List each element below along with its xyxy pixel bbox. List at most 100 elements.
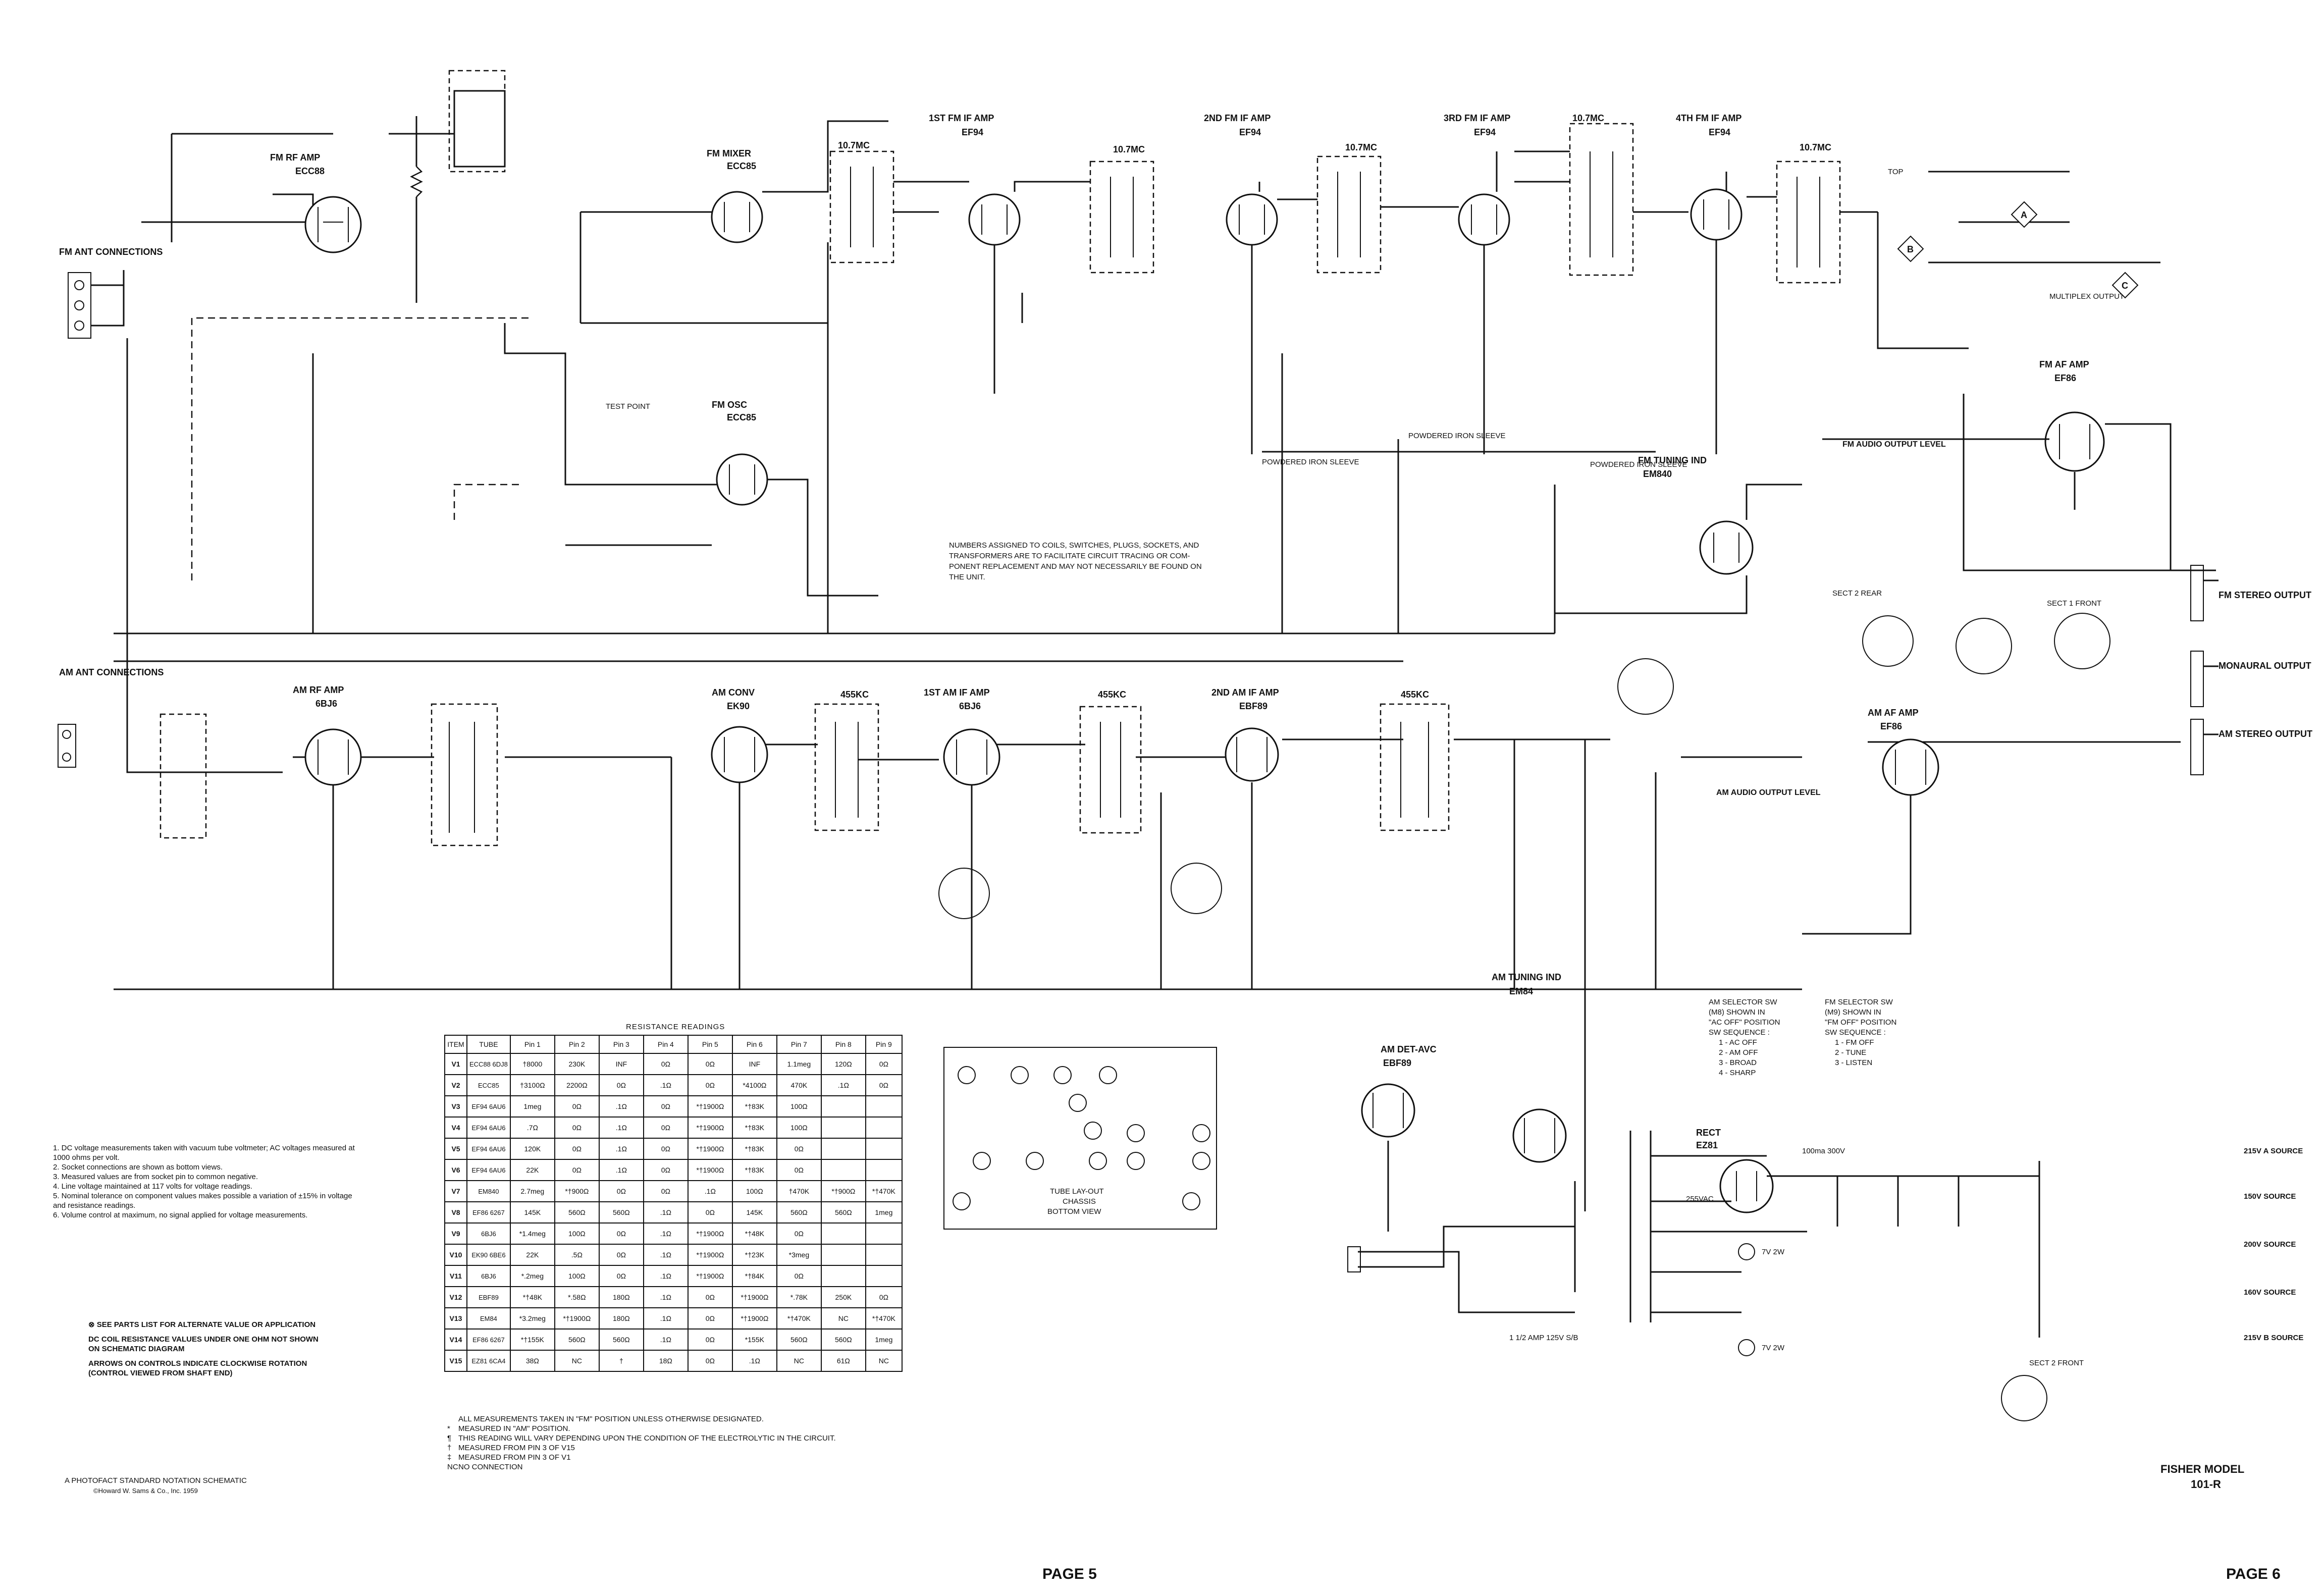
table-cell: EBF89 [466, 1286, 511, 1308]
fm-selector-title: FM SELECTOR SW [1825, 998, 1893, 1006]
table-cell: NC [820, 1307, 866, 1329]
am-af-tube-label: EF86 [1880, 721, 1902, 731]
notes-block: 1. DC voltage measurements taken with va… [53, 1143, 356, 1220]
resistance-table-title: RESISTANCE READINGS [626, 1023, 725, 1031]
pilot-lamps [1738, 1243, 1755, 1356]
table-cell: 0Ω [643, 1095, 689, 1118]
table-cell: *.58Ω [554, 1286, 600, 1308]
table-cell: 560Ω [820, 1201, 866, 1223]
am-selector-line4: SW SEQUENCE : [1709, 1028, 1770, 1037]
table-cell: .1Ω [598, 1116, 644, 1139]
table-cell: *1.4meg [509, 1222, 555, 1245]
table-cell: 0Ω [554, 1095, 600, 1118]
power-cord [1347, 1226, 1575, 1313]
table-cell: 560Ω [820, 1328, 866, 1351]
legend-symbol: ‡ [447, 1453, 452, 1462]
table-cell: *†48K [731, 1222, 777, 1245]
table-cell: *3.2meg [509, 1307, 555, 1329]
table-cell: 560Ω [598, 1328, 644, 1351]
legend-item: ¶ THIS READING WILL VARY DEPENDING UPON T… [447, 1433, 836, 1443]
table-cell: *†1900Ω [687, 1244, 733, 1266]
legend-symbol: † [447, 1444, 452, 1452]
am-rf-label: AM RF AMP [293, 685, 344, 695]
am-ant-label: AM ANT CONNECTIONS [59, 667, 164, 677]
legend-text: MEASURED FROM PIN 3 OF V15 [458, 1444, 575, 1452]
sect-rear-fm: SECT 2 REAR [1832, 589, 1882, 598]
table-cell: V4 [444, 1116, 467, 1139]
table-header-cell: Pin 8 [820, 1035, 866, 1054]
note-item: 3. Measured values are from socket pin t… [53, 1173, 258, 1181]
am-if-cans [160, 703, 1450, 846]
table-cell: 120K [509, 1138, 555, 1160]
am-selector-line3: "AC OFF" POSITION [1709, 1018, 1780, 1027]
table-cell [865, 1222, 903, 1245]
am-det-tube-label: EBF89 [1383, 1058, 1411, 1068]
table-cell: .1Ω [598, 1138, 644, 1160]
note-bold-item: ⊗ SEE PARTS LIST FOR ALTERNATE VALUE OR … [88, 1320, 316, 1329]
table-cell: *†83K [731, 1095, 777, 1118]
if2-tube-label: EF94 [1239, 127, 1261, 137]
am-af-label: AM AF AMP [1868, 708, 1919, 718]
table-cell: V2 [444, 1074, 467, 1096]
power-transformer [1574, 1131, 1807, 1322]
if-freq-label-4: 10.7MC [1572, 113, 1604, 123]
table-cell: †470K [776, 1180, 822, 1202]
fm-sel-item-2: 2 - TUNE [1835, 1048, 1866, 1057]
am-sel-item-3: 3 - BROAD [1719, 1058, 1757, 1067]
table-cell [820, 1095, 866, 1118]
table-cell [865, 1159, 903, 1181]
tube-layout-line3: BOTTOM VIEW [1047, 1207, 1101, 1216]
legend-text: MEASURED FROM PIN 3 OF V1 [458, 1453, 571, 1462]
table-cell: EF94 6AU6 [466, 1138, 511, 1160]
table-cell: 1meg [865, 1328, 903, 1351]
legend-text: THIS READING WILL VARY DEPENDING UPON TH… [458, 1434, 836, 1443]
table-legend: ALL MEASUREMENTS TAKEN IN "FM" POSITION … [447, 1414, 836, 1472]
note-item: 4. Line voltage maintained at 117 volts … [53, 1182, 252, 1191]
table-cell: 100Ω [731, 1180, 777, 1202]
legend-symbol: ¶ [447, 1434, 452, 1443]
table-cell: *†1900Ω [687, 1138, 733, 1160]
table-cell: V5 [444, 1138, 467, 1160]
table-cell: *4100Ω [731, 1074, 777, 1096]
fm-selector-line4: SW SEQUENCE : [1825, 1028, 1886, 1037]
multiplex-label: MULTIPLEX OUTPUT [2049, 292, 2124, 301]
table-cell: 1meg [509, 1095, 555, 1118]
table-header-cell: Pin 7 [776, 1035, 822, 1054]
fm-level-label: FM AUDIO OUTPUT LEVEL [1842, 440, 1946, 449]
output-monaural: MONAURAL OUTPUT [2219, 661, 2311, 671]
fm-rf-amp-label: FM RF AMP [270, 152, 320, 163]
fm-af-amp-tube [2044, 411, 2105, 472]
table-cell: EZ81 6CA4 [466, 1350, 511, 1372]
credit-line2: ©Howard W. Sams & Co., Inc. 1959 [93, 1487, 198, 1495]
if1-label: 1ST FM IF AMP [929, 113, 994, 123]
output-jacks [2190, 565, 2219, 775]
if3-tube-label: EF94 [1474, 127, 1496, 137]
if-freq-label-5: 10.7MC [1800, 142, 1831, 152]
am-if-freq-1: 455KC [840, 689, 869, 700]
source-200: 200V SOURCE [2244, 1240, 2296, 1249]
legend-text: MEASURED IN "AM" POSITION. [458, 1424, 570, 1433]
table-cell: 0Ω [687, 1286, 733, 1308]
fm-ant-label: FM ANT CONNECTIONS [59, 247, 163, 257]
table-cell: V13 [444, 1307, 467, 1329]
svg-text:B: B [1907, 244, 1914, 254]
table-cell: *155K [731, 1328, 777, 1351]
output-am-stereo: AM STEREO OUTPUT [2219, 729, 2312, 739]
if4-tube-label: EF94 [1709, 127, 1730, 137]
table-cell: 230K [554, 1053, 600, 1075]
am-tuning-tube-label: EM84 [1509, 986, 1533, 996]
table-cell [820, 1138, 866, 1160]
table-cell: 22K [509, 1244, 555, 1266]
notes-bold-block: ⊗ SEE PARTS LIST FOR ALTERNATE VALUE OR … [88, 1320, 331, 1383]
am-if1-label: 1ST AM IF AMP [924, 687, 990, 698]
fm-antenna-terminals [68, 270, 125, 339]
note-bold-item: DC COIL RESISTANCE VALUES UNDER ONE OHM … [88, 1335, 319, 1353]
table-cell: 560Ω [554, 1201, 600, 1223]
page-left: PAGE 5 [1042, 1566, 1097, 1582]
table-cell: .1Ω [643, 1222, 689, 1245]
if1-tube-label: EF94 [962, 127, 983, 137]
table-header-cell: Pin 9 [865, 1035, 903, 1054]
if-freq-label-3: 10.7MC [1345, 142, 1377, 152]
table-cell: *†1900Ω [687, 1116, 733, 1139]
